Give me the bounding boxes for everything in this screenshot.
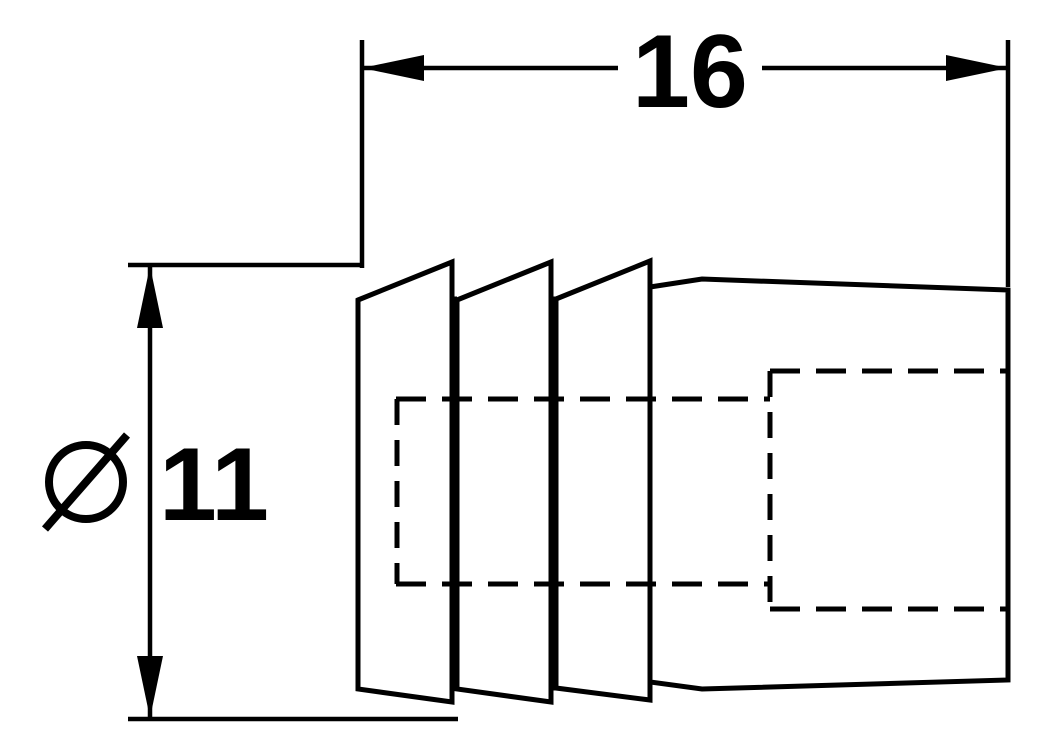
fin-1-outline — [355, 258, 455, 705]
diameter-dimension-label: 11 — [159, 427, 269, 543]
width-arrowhead-left — [362, 55, 424, 81]
diameter-arrowhead-top — [137, 266, 163, 328]
diameter-arrowhead-bottom — [137, 656, 163, 718]
diameter-symbol-circle — [45, 441, 127, 523]
width-dimension: 16 — [359, 14, 1011, 287]
width-dimension-label: 16 — [632, 14, 748, 130]
width-arrowhead-right — [946, 55, 1008, 81]
fin-3-outline — [553, 257, 653, 703]
diameter-symbol — [41, 432, 131, 532]
part-view — [355, 257, 1011, 705]
fin-2-outline — [454, 258, 554, 705]
diameter-symbol-slash — [41, 432, 131, 532]
body-outline — [647, 276, 1011, 692]
diameter-dimension: 11 — [41, 262, 458, 722]
hidden-bore-lines — [394, 368, 1008, 612]
